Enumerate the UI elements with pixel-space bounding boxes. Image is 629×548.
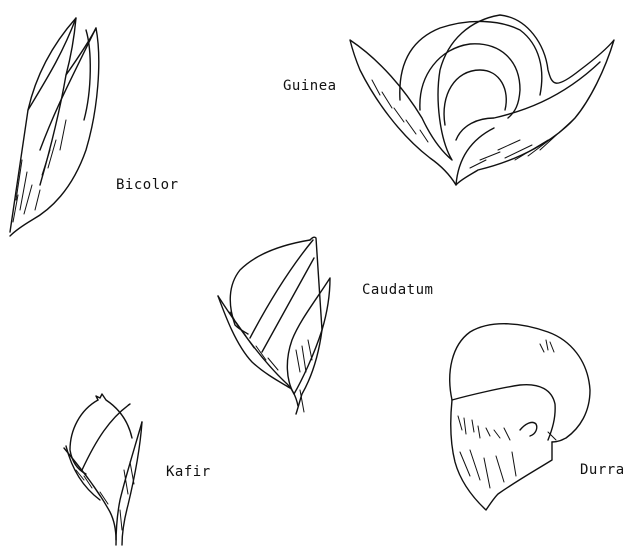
kafir-label: Kafir	[166, 464, 211, 480]
guinea-spikelet-drawing	[350, 15, 614, 185]
durra-spikelet-drawing	[450, 324, 590, 510]
bicolor-label: Bicolor	[116, 177, 179, 193]
guinea-label: Guinea	[283, 78, 337, 94]
caudatum-spikelet-drawing	[218, 237, 330, 414]
kafir-spikelet-drawing	[64, 394, 142, 545]
caudatum-label: Caudatum	[362, 282, 433, 298]
bicolor-spikelet-drawing	[10, 18, 99, 236]
durra-label: Durra	[580, 462, 625, 478]
